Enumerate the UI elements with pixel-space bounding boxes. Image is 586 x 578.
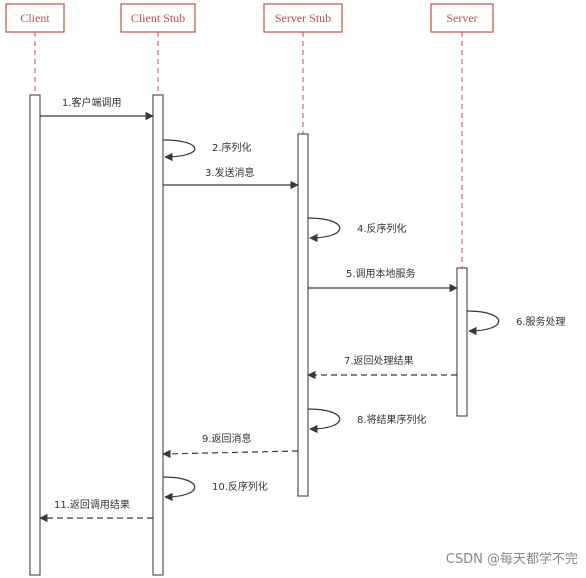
message-5-label: 5.调用本地服务	[346, 267, 416, 280]
watermark-text: CSDN @每天都学不完	[446, 551, 578, 567]
message-4: 4.反序列化	[307, 217, 407, 243]
message-3: 3.发送消息	[163, 166, 299, 190]
actor-server-stub-label: Server Stub	[275, 11, 331, 25]
activation-client-stub	[152, 94, 164, 576]
message-10-label: 10.反序列化	[212, 480, 268, 493]
activation-server	[456, 267, 468, 417]
actor-client-label: Client	[20, 11, 50, 25]
message-11-label: 11.返回调用结果	[54, 498, 130, 511]
message-6: 6.服务处理	[466, 310, 566, 336]
message-4-label: 4.反序列化	[357, 222, 407, 235]
actor-server: Server	[430, 3, 494, 33]
actor-server-stub: Server Stub	[263, 3, 343, 33]
message-9-label: 9.返回消息	[202, 432, 252, 445]
message-9: 9.返回消息	[162, 432, 299, 459]
actor-client-stub-label: Client Stub	[131, 11, 185, 25]
message-6-label: 6.服务处理	[516, 315, 566, 328]
message-10: 10.反序列化	[162, 476, 268, 502]
activation-server-stub	[297, 133, 309, 497]
actor-client-stub: Client Stub	[120, 3, 196, 33]
message-1-label: 1.客户端调用	[62, 96, 122, 109]
activation-client	[29, 94, 41, 576]
message-7-label: 7.返回处理结果	[344, 354, 414, 367]
message-3-label: 3.发送消息	[205, 166, 255, 179]
message-7: 7.返回处理结果	[307, 354, 457, 380]
actor-client: Client	[5, 3, 65, 33]
message-8: 8.将结果序列化	[307, 408, 427, 434]
message-2: 2.序列化	[162, 139, 252, 162]
message-5: 5.调用本地服务	[308, 267, 458, 293]
actor-server-label: Server	[446, 11, 477, 25]
message-2-label: 2.序列化	[212, 141, 252, 154]
message-8-label: 8.将结果序列化	[357, 413, 427, 426]
message-1: 1.客户端调用	[40, 96, 154, 121]
message-11: 11.返回调用结果	[39, 498, 153, 523]
